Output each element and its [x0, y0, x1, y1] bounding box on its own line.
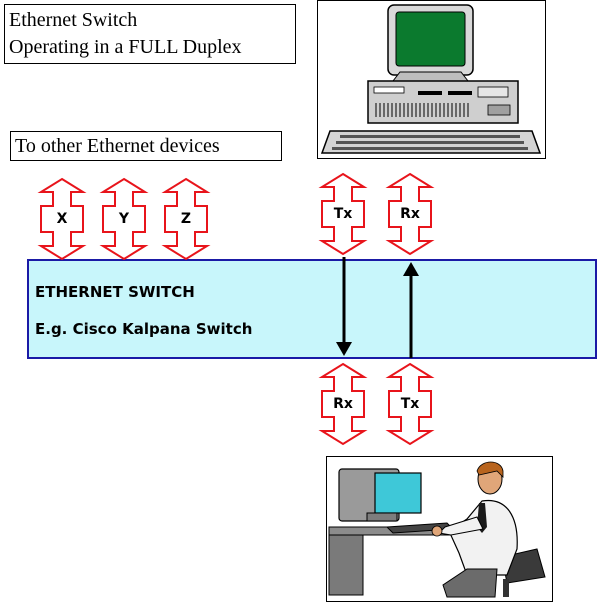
switch-up-arrow	[403, 262, 419, 358]
title-line-1: Ethernet Switch	[9, 9, 138, 31]
ethernet-switch-box	[27, 259, 597, 359]
user-workstation-frame	[326, 456, 553, 602]
title-box: Ethernet Switch Operating in a FULL Dupl…	[4, 4, 296, 64]
port-z-label: Z	[180, 211, 192, 227]
other-devices-label: To other Ethernet devices	[10, 131, 282, 161]
switch-example: E.g. Cisco Kalpana Switch	[35, 320, 253, 338]
switch-down-arrow	[336, 257, 352, 356]
port-bottom-tx-label: Tx	[400, 396, 420, 412]
port-top-rx-label: Rx	[400, 206, 420, 222]
switch-name: ETHERNET SWITCH	[35, 283, 195, 301]
port-y-label: Y	[118, 211, 130, 227]
port-x-label: X	[56, 211, 68, 227]
port-top-tx-label: Tx	[333, 206, 353, 222]
desktop-computer-frame	[317, 0, 546, 159]
title-line-2: Operating in a FULL Duplex	[9, 36, 242, 58]
desktop-computer-icon	[320, 4, 542, 154]
person-at-computer-icon	[328, 461, 546, 598]
port-bottom-rx-label: Rx	[333, 396, 353, 412]
